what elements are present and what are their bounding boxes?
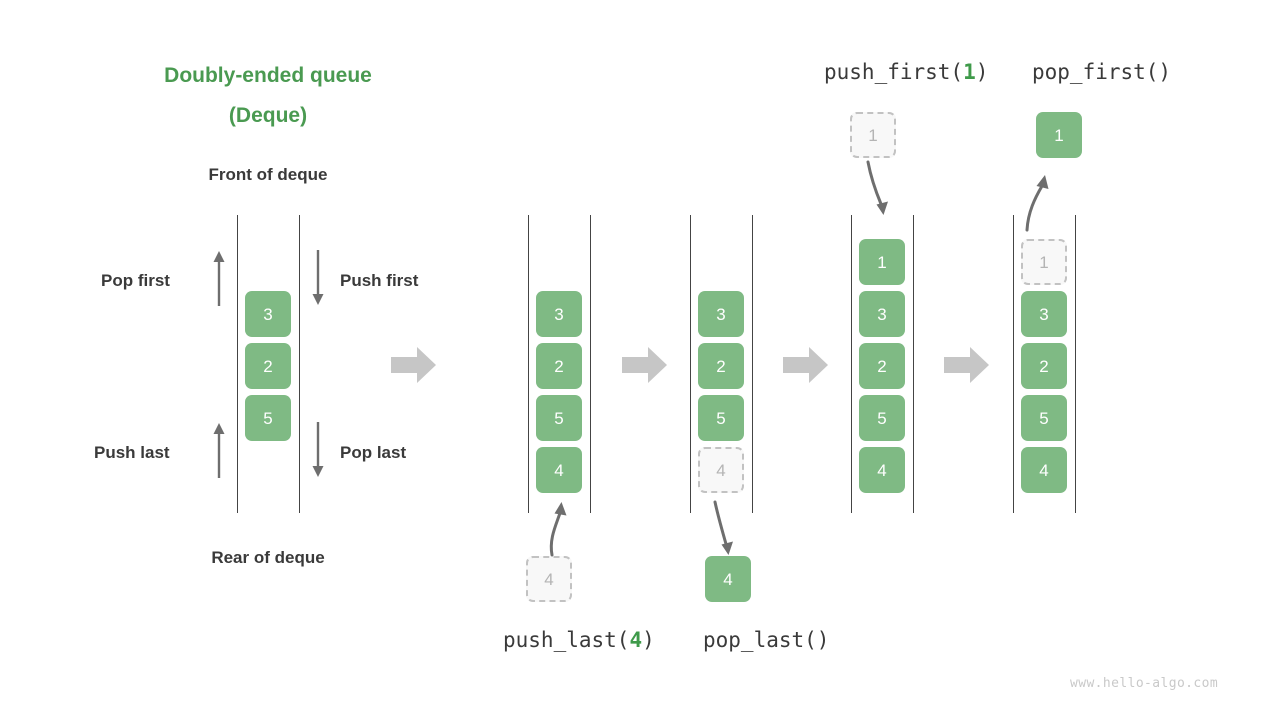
pop-last-motion-arrow-icon	[705, 500, 741, 562]
pop-first-motion-arrow-icon	[1019, 166, 1055, 232]
page-title-line2: (Deque)	[228, 104, 308, 127]
deque-element: 4	[859, 447, 905, 493]
deque-element: 4	[536, 447, 582, 493]
op-pop-last-caption: pop_last()	[703, 628, 830, 652]
deque-element: 5	[859, 395, 905, 441]
rail-right-stage-initial	[590, 215, 591, 513]
op-push-last-caption: push_last(4)	[503, 628, 655, 652]
stage-pop-first-column: 1 3 2 5 4	[1013, 215, 1076, 513]
rear-of-deque-label: Rear of deque	[211, 548, 325, 567]
deque-element: 3	[1021, 291, 1067, 337]
removed-element-ghost: 1	[1021, 239, 1067, 285]
rail-left-stage-pop-first	[1013, 215, 1014, 513]
flow-arrow-icon	[391, 346, 437, 384]
deque-element: 2	[536, 343, 582, 389]
deque-element: 3	[859, 291, 905, 337]
stage-initial-column: 3 2 5 4	[528, 215, 591, 513]
push-last-arrow-icon	[212, 422, 226, 478]
deque-element: 2	[245, 343, 291, 389]
stage-push-first-column: 1 3 2 5 4	[851, 215, 914, 513]
flow-arrow-icon	[783, 346, 829, 384]
rail-right-legend	[299, 215, 300, 513]
deque-element: 2	[859, 343, 905, 389]
pop-last-arrow-icon	[311, 422, 325, 478]
deque-element: 5	[536, 395, 582, 441]
push-last-motion-arrow-icon	[540, 495, 574, 557]
deque-element: 5	[245, 395, 291, 441]
front-of-deque-label: Front of deque	[208, 165, 328, 184]
deque-element: 3	[245, 291, 291, 337]
deque-element: 3	[536, 291, 582, 337]
op-push-last-name: push_last(	[503, 628, 630, 652]
incoming-element-ghost: 4	[526, 556, 572, 602]
rail-left-legend	[237, 215, 238, 513]
rail-right-stage-pop-last	[752, 215, 753, 513]
page-title-line1: Doubly-ended queue	[164, 64, 372, 87]
rail-left-stage-pop-last	[690, 215, 691, 513]
pop-first-arrow-icon	[212, 250, 226, 306]
deque-element: 3	[698, 291, 744, 337]
deque-element: 2	[698, 343, 744, 389]
op-push-first-arg: 1	[963, 60, 976, 84]
popped-element: 4	[705, 556, 751, 602]
op-pop-first-caption: pop_first()	[1032, 60, 1172, 84]
push-last-label: Push last	[94, 443, 170, 462]
legend-deque-column: 3 2 5	[237, 215, 300, 513]
op-push-first-caption: push_first(1)	[824, 60, 988, 84]
deque-element: 5	[698, 395, 744, 441]
stage-pop-last-column: 3 2 5 4	[690, 215, 753, 513]
popped-element: 1	[1036, 112, 1082, 158]
incoming-element-ghost: 1	[850, 112, 896, 158]
pop-first-label: Pop first	[101, 271, 170, 290]
op-push-first-name: push_first(	[824, 60, 964, 84]
flow-arrow-icon	[622, 346, 668, 384]
rail-right-stage-pop-first	[1075, 215, 1076, 513]
deque-element: 1	[859, 239, 905, 285]
op-push-last-arg: 4	[629, 628, 643, 652]
deque-element: 4	[1021, 447, 1067, 493]
rail-right-stage-push-first	[913, 215, 914, 513]
watermark: www.hello-algo.com	[1070, 676, 1219, 691]
op-push-first-close: )	[975, 60, 989, 84]
push-first-label: Push first	[340, 271, 419, 290]
rail-left-stage-initial	[528, 215, 529, 513]
rail-left-stage-push-first	[851, 215, 852, 513]
op-push-last-close: )	[642, 628, 655, 652]
flow-arrow-icon	[944, 346, 990, 384]
pop-last-label: Pop last	[340, 443, 407, 462]
deque-element: 2	[1021, 343, 1067, 389]
push-first-arrow-icon	[311, 250, 325, 306]
push-first-motion-arrow-icon	[860, 160, 896, 222]
deque-element: 5	[1021, 395, 1067, 441]
removed-element-ghost: 4	[698, 447, 744, 493]
